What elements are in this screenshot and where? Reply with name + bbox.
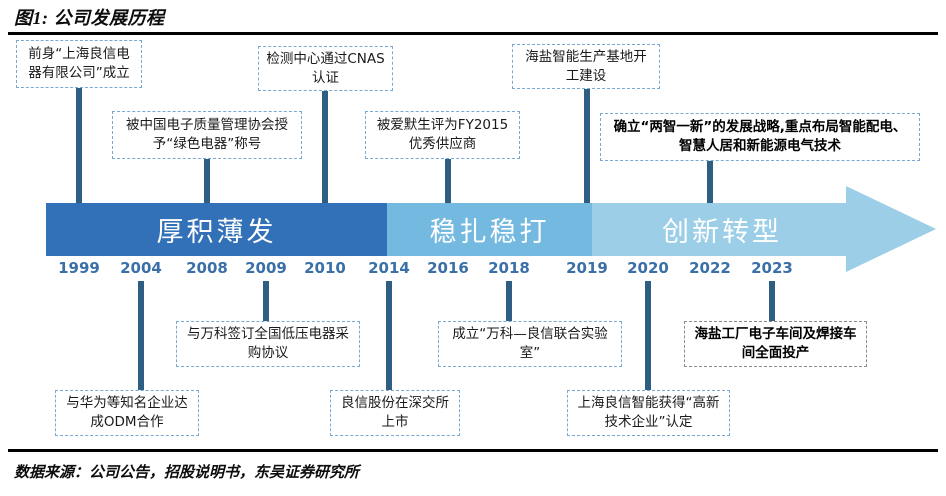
footer-rule (8, 449, 938, 452)
year-label-2004: 2004 (120, 259, 162, 277)
year-label-2010: 2010 (304, 259, 346, 277)
event-box-1999: 前身“上海良信电器有限公司”成立 (16, 40, 142, 88)
timeline-bar: 厚积薄发 稳扎稳打 创新转型 (46, 186, 936, 272)
event-box-2018-lower: 成立“万科—良信联合实验室” (438, 321, 622, 367)
connector-1999 (76, 88, 82, 203)
event-box-2014-lower: 良信股份在深交所上市 (330, 390, 460, 436)
phase-segment-1: 厚积薄发 (46, 203, 387, 256)
year-label-2014: 2014 (368, 259, 410, 277)
phase-label-2: 稳扎稳打 (429, 217, 550, 248)
year-label-2019: 2019 (566, 259, 608, 277)
connector-2004 (138, 281, 144, 390)
year-label-2008: 2008 (186, 259, 228, 277)
connector-2023 (769, 281, 775, 321)
year-label-2018: 2018 (488, 259, 530, 277)
year-label-2023: 2023 (751, 259, 793, 277)
year-label-2016: 2016 (427, 259, 469, 277)
connector-2016 (445, 159, 451, 203)
event-box-2016: 被爱默生评为FY2015优秀供应商 (365, 111, 520, 159)
event-box-2020-lower: 上海良信智能获得“高新技术企业”认定 (567, 390, 730, 436)
connector-2020 (645, 281, 651, 390)
connector-2019 (584, 89, 590, 203)
figure-source: 数据来源：公司公告，招股说明书，东吴证券研究所 (14, 465, 360, 481)
year-label-2022: 2022 (689, 259, 731, 277)
connector-2009 (263, 281, 269, 321)
event-box-2019: 海盐智能生产基地开工建设 (512, 44, 660, 89)
connector-2018 (506, 281, 512, 321)
event-box-2022: 确立“两智一新”的发展战略,重点布局智能配电、智慧人居和新能源电气技术 (600, 113, 920, 161)
year-label-2009: 2009 (245, 259, 287, 277)
phase-label-1: 厚积薄发 (156, 217, 277, 248)
header-rule (8, 32, 938, 35)
phase-segment-3: 创新转型 (592, 203, 852, 256)
event-box-2010: 检测中心通过CNAS认证 (258, 46, 393, 91)
phase-segment-2: 稳扎稳打 (387, 203, 592, 256)
event-box-2004-lower: 与华为等知名企业达成ODM合作 (55, 390, 199, 436)
year-label-2020: 2020 (627, 259, 669, 277)
connector-2022 (707, 161, 713, 203)
year-label-1999: 1999 (58, 259, 100, 277)
timeline-arrowhead (846, 186, 936, 272)
connector-2008 (204, 159, 210, 203)
figure-title: 图1: 公司发展历程 (14, 8, 165, 28)
event-box-2023-lower: 海盐工厂电子车间及焊接车间全面投产 (684, 321, 867, 367)
phase-label-3: 创新转型 (662, 217, 782, 248)
connector-2010 (322, 91, 328, 203)
connector-2014 (386, 281, 392, 390)
event-box-2009-lower: 与万科签订全国低压电器采购协议 (176, 321, 360, 367)
event-box-2008: 被中国电子质量管理协会授予“绿色电器”称号 (112, 111, 302, 159)
